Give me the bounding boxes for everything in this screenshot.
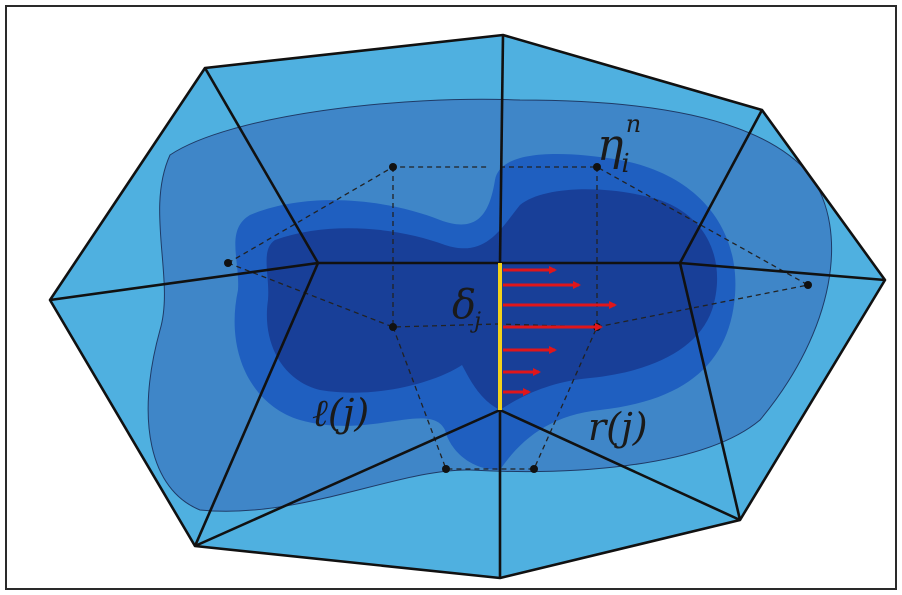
eta-label: ηin <box>597 110 641 179</box>
mesh-edge <box>203 67 320 264</box>
mesh-edge <box>498 34 505 264</box>
mesh-edge <box>679 261 886 282</box>
left-cell-label: ℓ(j) <box>312 391 369 435</box>
dual-node <box>804 281 812 289</box>
contour-level-3 <box>266 189 718 410</box>
flux-arrows <box>503 266 617 396</box>
primary-mesh <box>48 33 887 580</box>
dual-node <box>530 465 538 473</box>
right-cell-label: r(j) <box>588 405 648 449</box>
dual-node <box>442 465 450 473</box>
dual-node <box>389 163 397 171</box>
field-contours <box>147 98 833 512</box>
mesh-edge <box>194 408 501 548</box>
mesh-edge <box>49 261 319 302</box>
mesh-edge <box>678 109 764 264</box>
dual-node <box>593 163 601 171</box>
mesh-edge <box>678 262 742 521</box>
mesh-edge <box>193 262 320 547</box>
dual-node <box>224 259 232 267</box>
dual-node <box>389 323 397 331</box>
mesh-edge <box>499 408 741 522</box>
delta-label: δj <box>452 282 481 334</box>
